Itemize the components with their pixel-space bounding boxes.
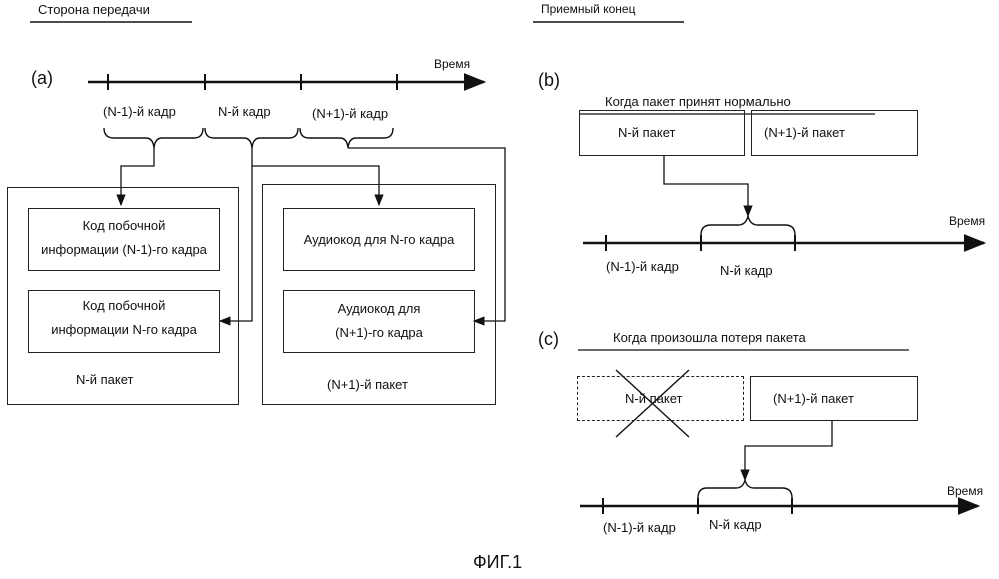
side-info-n-box: Код побочной информации N-го кадра — [28, 290, 220, 353]
audio-code-n+1-line2: (N+1)-го кадра — [284, 321, 474, 345]
transmit-side-header: Сторона передачи — [38, 2, 150, 17]
packet-n-box-b: N-й пакет — [579, 110, 745, 156]
brace-c — [698, 480, 792, 498]
packet-n+1-label-b: (N+1)-й пакет — [764, 121, 917, 145]
time-label-b: Время — [949, 214, 985, 228]
frame-label-n-1: (N-1)-й кадр — [103, 104, 176, 119]
time-label-c: Время — [947, 484, 983, 498]
frame-label-n+1: (N+1)-й кадр — [312, 106, 388, 121]
arrow-b — [664, 156, 748, 216]
brace-frame-n+1 — [300, 128, 393, 148]
packet-n-label-c: N-й пакет — [625, 387, 743, 411]
packet-n+1-label-c: (N+1)-й пакет — [773, 387, 917, 411]
brace-frame-n-1 — [104, 128, 203, 148]
brace-b — [701, 216, 795, 235]
packet-n-label-b: N-й пакет — [618, 121, 744, 145]
audio-code-n-box: Аудиокод для N-го кадра — [283, 208, 475, 271]
frame-label-n: N-й кадр — [218, 104, 271, 119]
side-info-n-line2: информации N-го кадра — [29, 318, 219, 342]
arrow-c — [745, 420, 832, 480]
receive-side-header: Приемный конец — [541, 2, 635, 16]
packet-n+1-box-c: (N+1)-й пакет — [750, 376, 918, 421]
panel-b-title: Когда пакет принят нормально — [605, 94, 791, 109]
audio-code-n+1-line1: Аудиокод для — [284, 297, 474, 321]
audio-code-n+1-box: Аудиокод для (N+1)-го кадра — [283, 290, 475, 353]
panel-b-label: (b) — [538, 70, 560, 91]
timeline-c — [580, 498, 978, 514]
brace-frame-n — [205, 128, 298, 148]
panel-c-title: Когда произошла потеря пакета — [613, 330, 806, 345]
frame-label-n-c: N-й кадр — [709, 517, 762, 532]
side-info-n-1-line1: Код побочной — [29, 214, 219, 238]
time-label-a: Время — [434, 57, 470, 71]
panel-c-label: (c) — [538, 329, 559, 350]
timeline-a — [88, 74, 484, 90]
frame-label-n-1-b: (N-1)-й кадр — [606, 259, 679, 274]
side-info-n-1-box: Код побочной информации (N-1)-го кадра — [28, 208, 220, 271]
figure-caption: ФИГ.1 — [473, 552, 522, 573]
lost-packet-n-box-c: N-й пакет — [577, 376, 744, 421]
side-info-n-1-line2: информации (N-1)-го кадра — [29, 238, 219, 262]
audio-code-n-line1: Аудиокод для N-го кадра — [284, 228, 474, 252]
packet-n+1-label-a: (N+1)-й пакет — [327, 377, 408, 392]
packet-n-label-a: N-й пакет — [76, 372, 133, 387]
panel-a-label: (a) — [31, 68, 53, 89]
frame-label-n-1-c: (N-1)-й кадр — [603, 520, 676, 535]
side-info-n-line1: Код побочной — [29, 294, 219, 318]
timeline-b — [583, 235, 984, 251]
packet-n+1-box-b: (N+1)-й пакет — [751, 110, 918, 156]
frame-label-n-b: N-й кадр — [720, 263, 773, 278]
